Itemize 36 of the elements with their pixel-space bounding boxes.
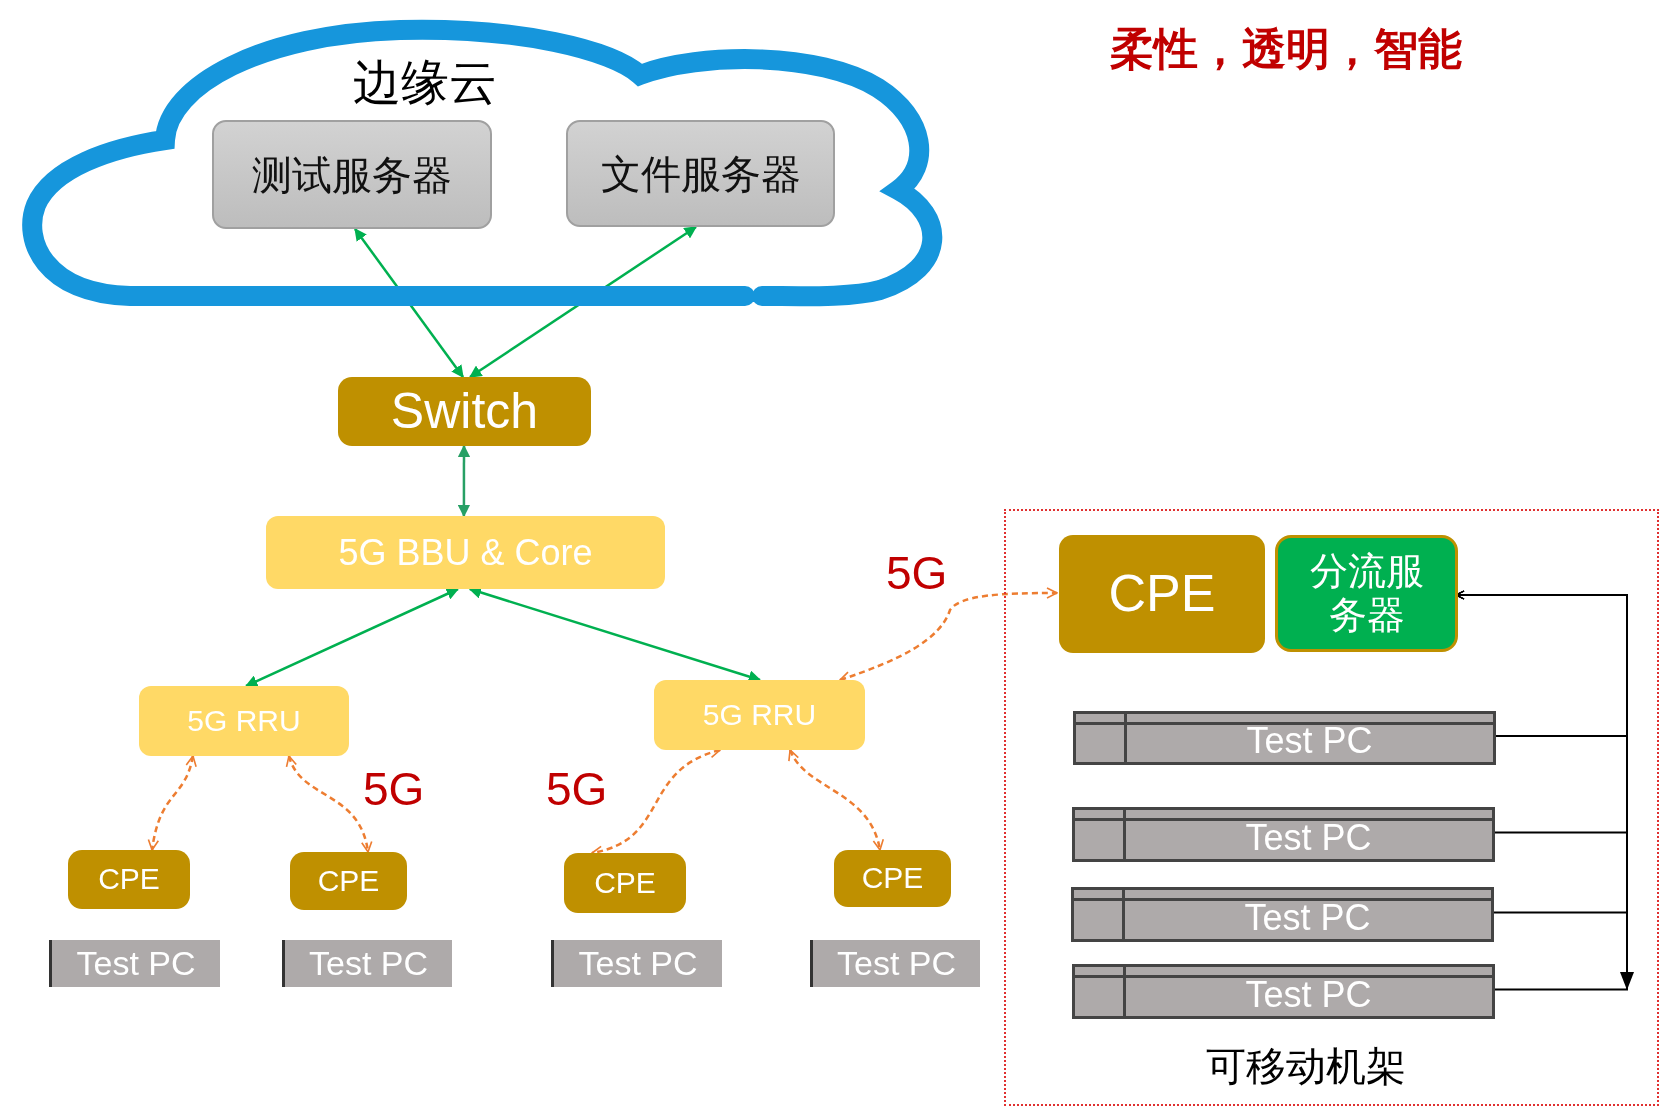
device-box: CPE: [564, 853, 686, 913]
signal-label: 5G: [546, 762, 608, 816]
rack-label: 可移动机架: [1206, 1042, 1406, 1091]
device-box: CPE: [834, 850, 951, 907]
wireless-link: [148, 755, 197, 851]
rack-frame: [1004, 509, 1659, 1106]
device-box: CPE: [290, 852, 407, 910]
server-box: 分流服务器: [1275, 535, 1458, 652]
wireless-link: [789, 749, 884, 851]
arrow: [244, 587, 460, 688]
server-box: 文件服务器: [566, 120, 835, 227]
slogan-title: 柔性，透明，智能: [1110, 22, 1462, 76]
device-box: CPE: [1059, 535, 1265, 653]
server-unit: Test PC: [1073, 711, 1496, 765]
pc-box: Test PC: [49, 940, 220, 987]
cloud-label: 边缘云: [353, 53, 497, 112]
wireless-link: [286, 755, 372, 853]
server-unit: Test PC: [1072, 964, 1495, 1019]
signal-label: 5G: [886, 546, 948, 600]
device-box: Switch: [338, 377, 591, 446]
device-box: 5G BBU & Core: [266, 516, 665, 589]
device-box: CPE: [68, 850, 190, 909]
pc-box: Test PC: [810, 940, 980, 987]
device-box: 5G RRU: [654, 680, 865, 750]
wireless-link: [839, 587, 1058, 683]
server-unit: Test PC: [1071, 887, 1494, 942]
signal-label: 5G: [363, 762, 425, 816]
arrow: [457, 444, 471, 518]
arrow: [354, 228, 464, 378]
pc-box: Test PC: [551, 940, 722, 987]
pc-box: Test PC: [282, 940, 452, 987]
arrow: [468, 586, 762, 683]
device-box: 5G RRU: [139, 686, 349, 756]
server-box: 测试服务器: [212, 120, 492, 229]
server-unit: Test PC: [1072, 807, 1495, 862]
arrow: [469, 225, 697, 379]
